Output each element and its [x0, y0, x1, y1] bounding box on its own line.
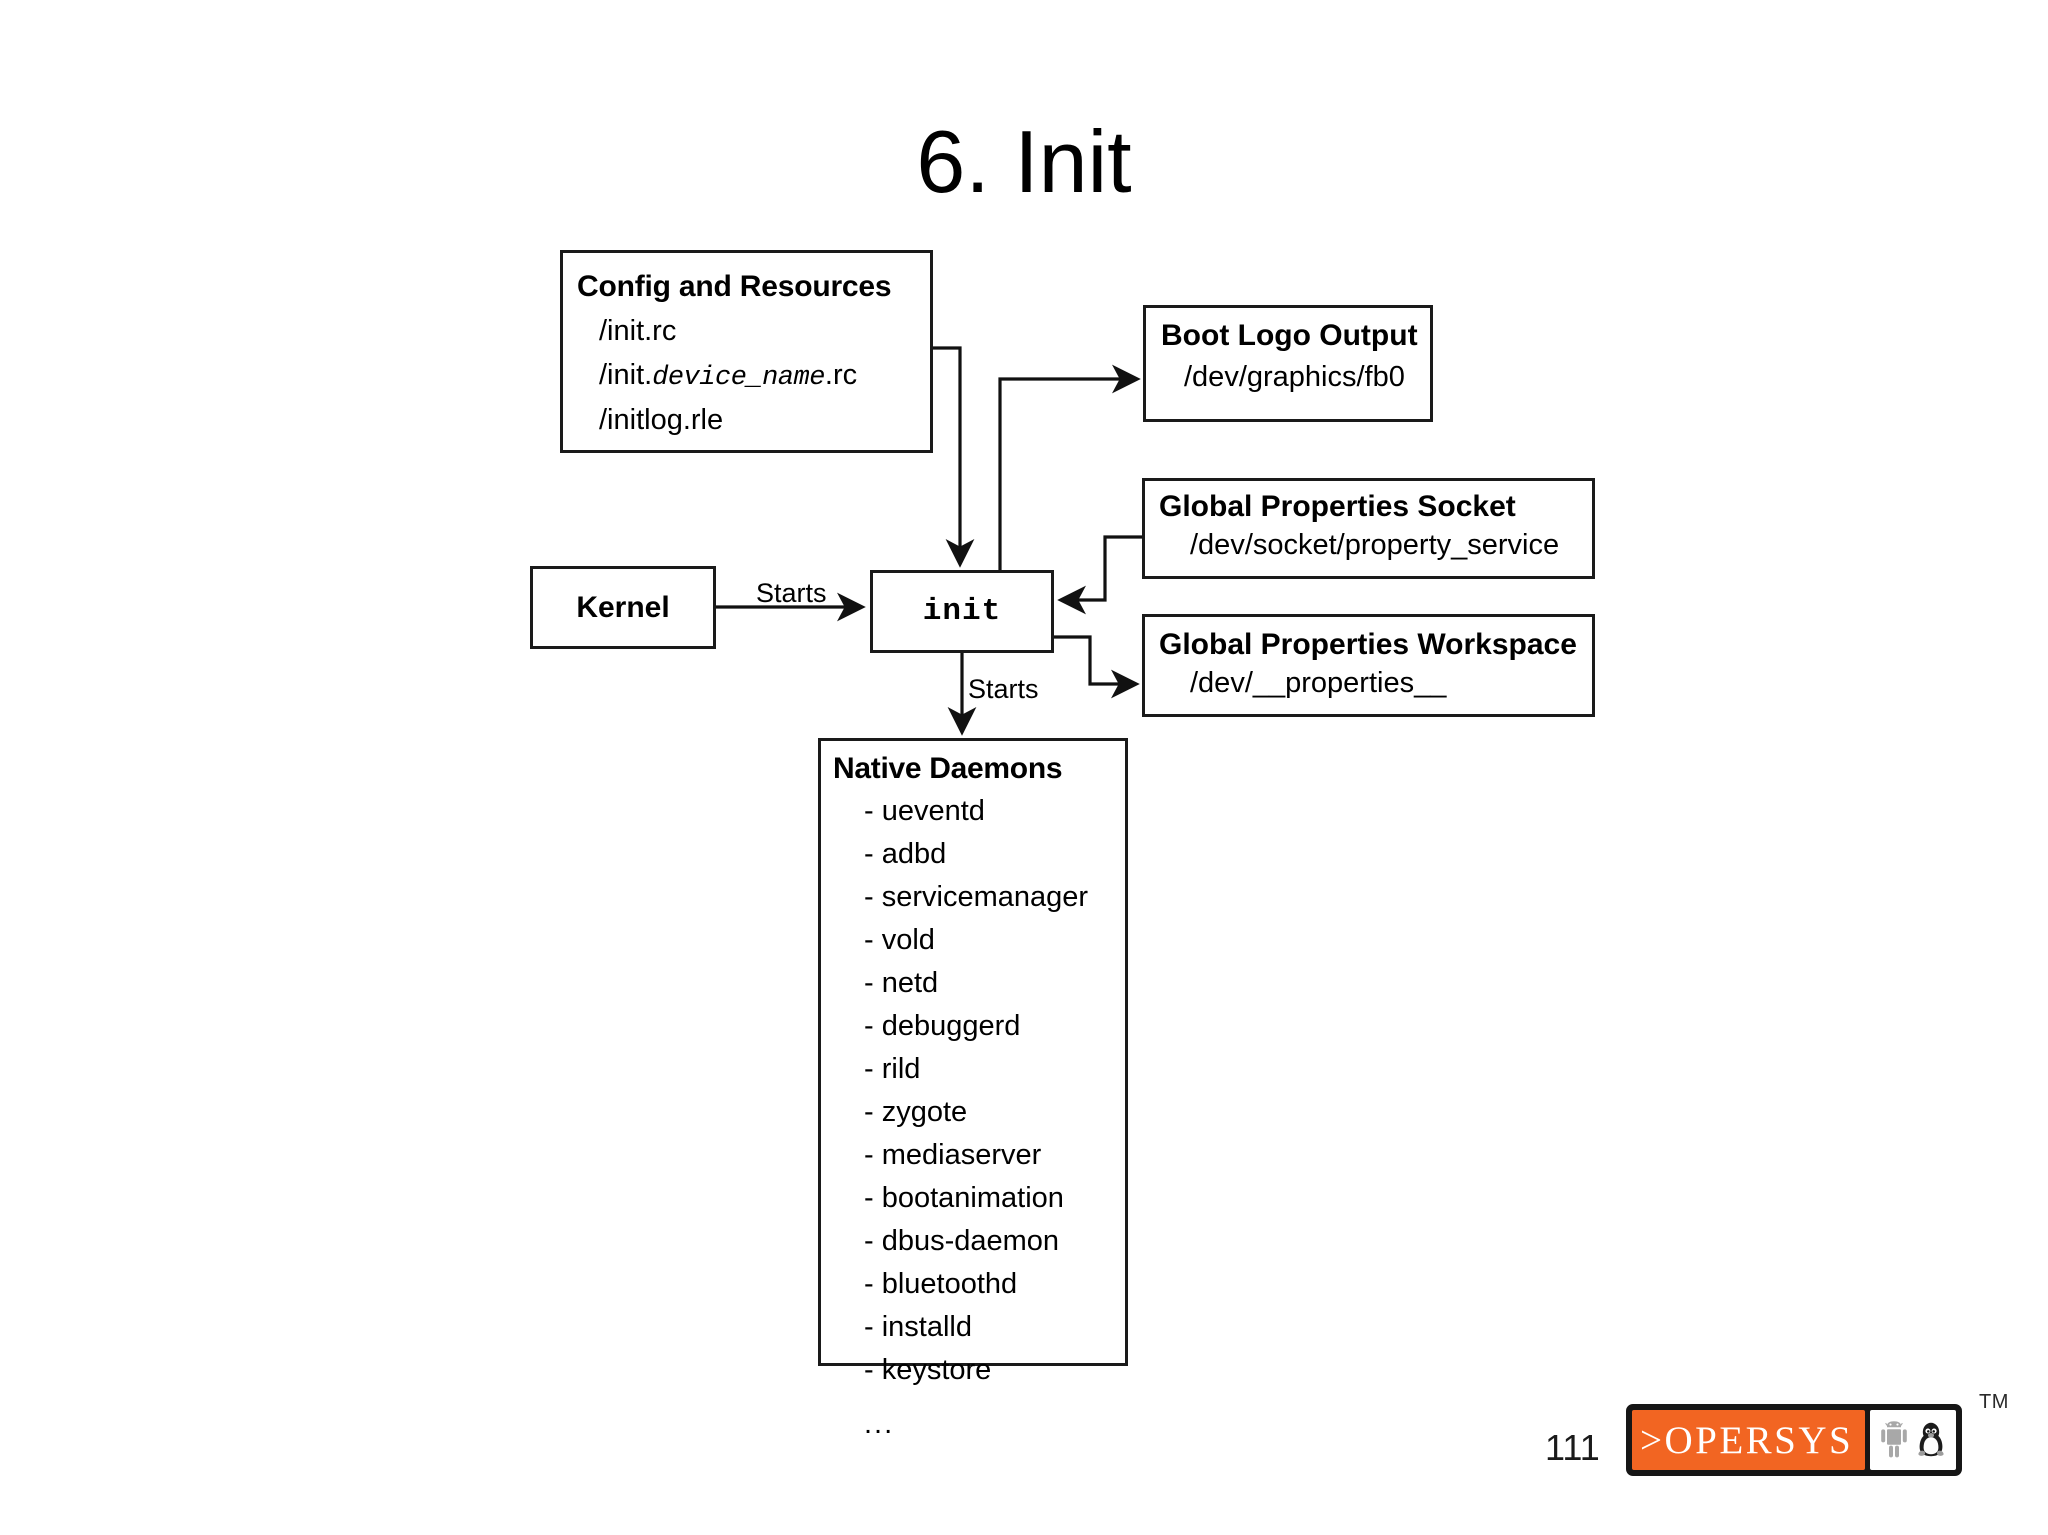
tux-penguin-icon [1918, 1422, 1944, 1457]
list-item: - servicemanager [864, 881, 1089, 913]
box-gp-workspace-title: Global Properties Workspace [1159, 628, 1577, 661]
box-init-title: init [922, 594, 1002, 629]
list-item: - bluetoothd [864, 1268, 1018, 1300]
box-boot-logo-title: Boot Logo Output [1161, 319, 1418, 352]
list-item: - mediaserver [864, 1139, 1042, 1171]
native-daemons-ellipsis: ... [864, 1408, 895, 1440]
edge-label-kernel-starts-init: Starts [756, 578, 827, 608]
config-path-initlog-rle: /initlog.rle [599, 404, 724, 436]
opersys-logo: >OPERSYS [1626, 1404, 1963, 1476]
config-path-initrc: /init.rc [599, 315, 677, 347]
box-init: init [870, 570, 1054, 653]
config-path-device-name-variable: device_name [652, 363, 825, 393]
boot-logo-path: /dev/graphics/fb0 [1184, 361, 1405, 393]
list-item: - zygote [864, 1096, 968, 1128]
box-native-daemons-title: Native Daemons [833, 752, 1063, 785]
box-config-title: Config and Resources [577, 270, 892, 303]
box-kernel-title: Kernel [576, 590, 670, 624]
list-item: - installd [864, 1311, 972, 1343]
list-item: - ueventd [864, 795, 985, 827]
page-title: 6. Init [916, 112, 1132, 211]
list-item: - bootanimation [864, 1182, 1064, 1214]
list-item: - netd [864, 967, 939, 999]
box-native-daemons: Native Daemons - ueventd - adbd - servic… [818, 738, 1128, 1440]
list-item: - vold [864, 924, 935, 956]
list-item: - keystore [864, 1354, 992, 1386]
list-item: - dbus-daemon [864, 1225, 1060, 1257]
gp-workspace-path: /dev/__properties__ [1190, 667, 1447, 699]
config-path-prefix: /init. [599, 359, 653, 391]
box-boot-logo-output: Boot Logo Output /dev/graphics/fb0 [1143, 305, 1433, 422]
trademark-symbol: TM [1979, 1391, 2009, 1413]
page-number: 111 [1545, 1427, 1600, 1468]
edge-gpsocket-to-init [1057, 535, 1142, 615]
logo-icon-group [1870, 1410, 1957, 1470]
edge-label-init-starts-daemons: Starts [968, 674, 1039, 704]
config-path-init-device-rc: /init.device_name.rc [599, 359, 930, 393]
list-item: - rild [864, 1053, 921, 1085]
config-path-suffix: .rc [824, 359, 858, 391]
android-robot-icon [1881, 1421, 1908, 1458]
edge-init-to-gpworkspace [1054, 635, 1140, 699]
gp-socket-path: /dev/socket/property_service [1190, 529, 1560, 561]
box-global-properties-socket: Global Properties Socket /dev/socket/pro… [1142, 478, 1595, 579]
edge-config-to-init [933, 346, 975, 568]
list-item: - adbd [864, 838, 947, 870]
native-daemons-list: - ueventd - adbd - servicemanager - vold… [821, 795, 1125, 1441]
opersys-wordmark: >OPERSYS [1632, 1410, 1866, 1470]
list-item: - debuggerd [864, 1010, 1021, 1042]
edge-init-to-bootlogo [998, 364, 1141, 570]
box-global-properties-workspace: Global Properties Workspace /dev/__prope… [1142, 614, 1595, 717]
box-kernel: Kernel [530, 566, 716, 649]
box-config-and-resources: Config and Resources /init.rc /init.devi… [560, 250, 933, 453]
box-gp-socket-title: Global Properties Socket [1159, 490, 1516, 523]
